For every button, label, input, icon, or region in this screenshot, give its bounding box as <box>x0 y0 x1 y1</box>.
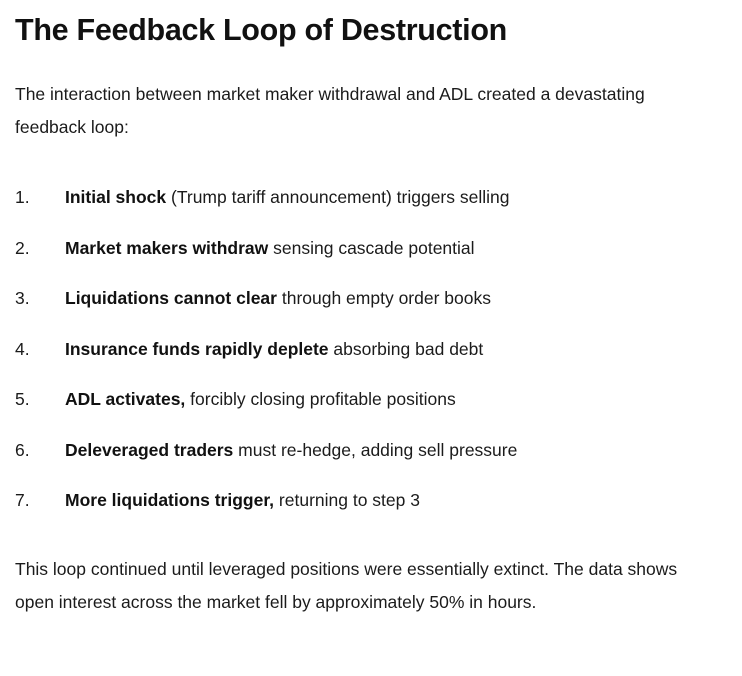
step-rest-text: sensing cascade potential <box>268 237 475 258</box>
step-number: 5. <box>15 389 30 409</box>
step-lead-text: Initial shock <box>65 187 167 207</box>
step-lead-text: More liquidations trigger, <box>65 490 275 510</box>
list-item: 4. Insurance funds rapidly deplete absor… <box>15 333 727 365</box>
step-lead-text: Insurance funds rapidly deplete <box>65 338 329 359</box>
step-rest-text: returning to step 3 <box>274 490 420 510</box>
step-number: 3. <box>15 288 30 308</box>
step-lead-text: ADL activates, <box>65 389 186 409</box>
page-title: The Feedback Loop of Destruction <box>15 13 507 47</box>
list-item: 7. More liquidations trigger, returning … <box>15 484 727 516</box>
step-number: 4. <box>15 338 30 359</box>
list-item: 5. ADL activates, forcibly closing profi… <box>15 383 727 415</box>
step-rest-text: must re-hedge, adding sell pressure <box>233 439 518 460</box>
step-rest-text: (Trump tariff announcement) triggers sel… <box>166 187 510 207</box>
step-lead-text: Market makers withdraw <box>65 237 269 258</box>
intro-paragraph: The interaction between market maker wit… <box>15 84 645 137</box>
step-rest-text: forcibly closing profitable positions <box>185 389 456 409</box>
list-item: 1. Initial shock (Trump tariff announcem… <box>15 181 727 213</box>
step-number: 7. <box>15 490 30 510</box>
step-number: 2. <box>15 237 30 258</box>
step-number: 6. <box>15 439 30 460</box>
closing-paragraph: This loop continued until leveraged posi… <box>15 558 678 612</box>
step-lead-text: Liquidations cannot clear <box>65 288 277 308</box>
step-number: 1. <box>15 187 30 207</box>
list-item: 6. Deleveraged traders must re-hedge, ad… <box>15 434 727 466</box>
feedback-loop-steps-list: 1. Initial shock (Trump tariff announcem… <box>15 144 727 516</box>
step-rest-text: through empty order books <box>276 288 491 308</box>
step-lead-text: Deleveraged traders <box>65 439 234 460</box>
list-item: 2. Market makers withdraw sensing cascad… <box>15 232 727 264</box>
step-rest-text: absorbing bad debt <box>328 338 484 359</box>
list-item: 3. Liquidations cannot clear through emp… <box>15 282 727 314</box>
